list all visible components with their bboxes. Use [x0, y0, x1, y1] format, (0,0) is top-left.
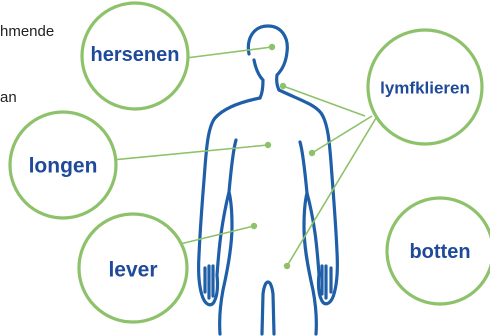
dot-longen	[265, 142, 271, 148]
dot-neck	[280, 83, 286, 89]
leader-line-longen	[112, 145, 268, 160]
leader-line-hersenen	[186, 47, 272, 58]
label-hersenen: hersenen	[91, 44, 180, 66]
leader-line-neck	[283, 86, 365, 116]
left-hand-fingers-outline	[205, 266, 213, 298]
dot-groin	[284, 263, 290, 269]
right-arm-inner-outline	[300, 142, 307, 193]
dot-hersenen	[269, 44, 275, 50]
leader-line-lever	[176, 226, 254, 245]
label-lever: lever	[108, 259, 157, 282]
right-hand-fingers-outline	[322, 266, 331, 298]
dot-lever	[251, 223, 257, 229]
dot-armpit	[309, 150, 315, 156]
body-outline	[199, 26, 338, 334]
head-outline	[248, 26, 287, 90]
label-lymfklieren: lymfklieren	[380, 79, 470, 98]
leader-line-armpit	[312, 116, 372, 153]
neck-left-outline	[254, 60, 263, 98]
label-botten: botten	[409, 241, 470, 263]
label-longen: longen	[29, 155, 98, 178]
right-side-outline	[279, 90, 337, 334]
legs-inner-outline	[262, 282, 274, 334]
